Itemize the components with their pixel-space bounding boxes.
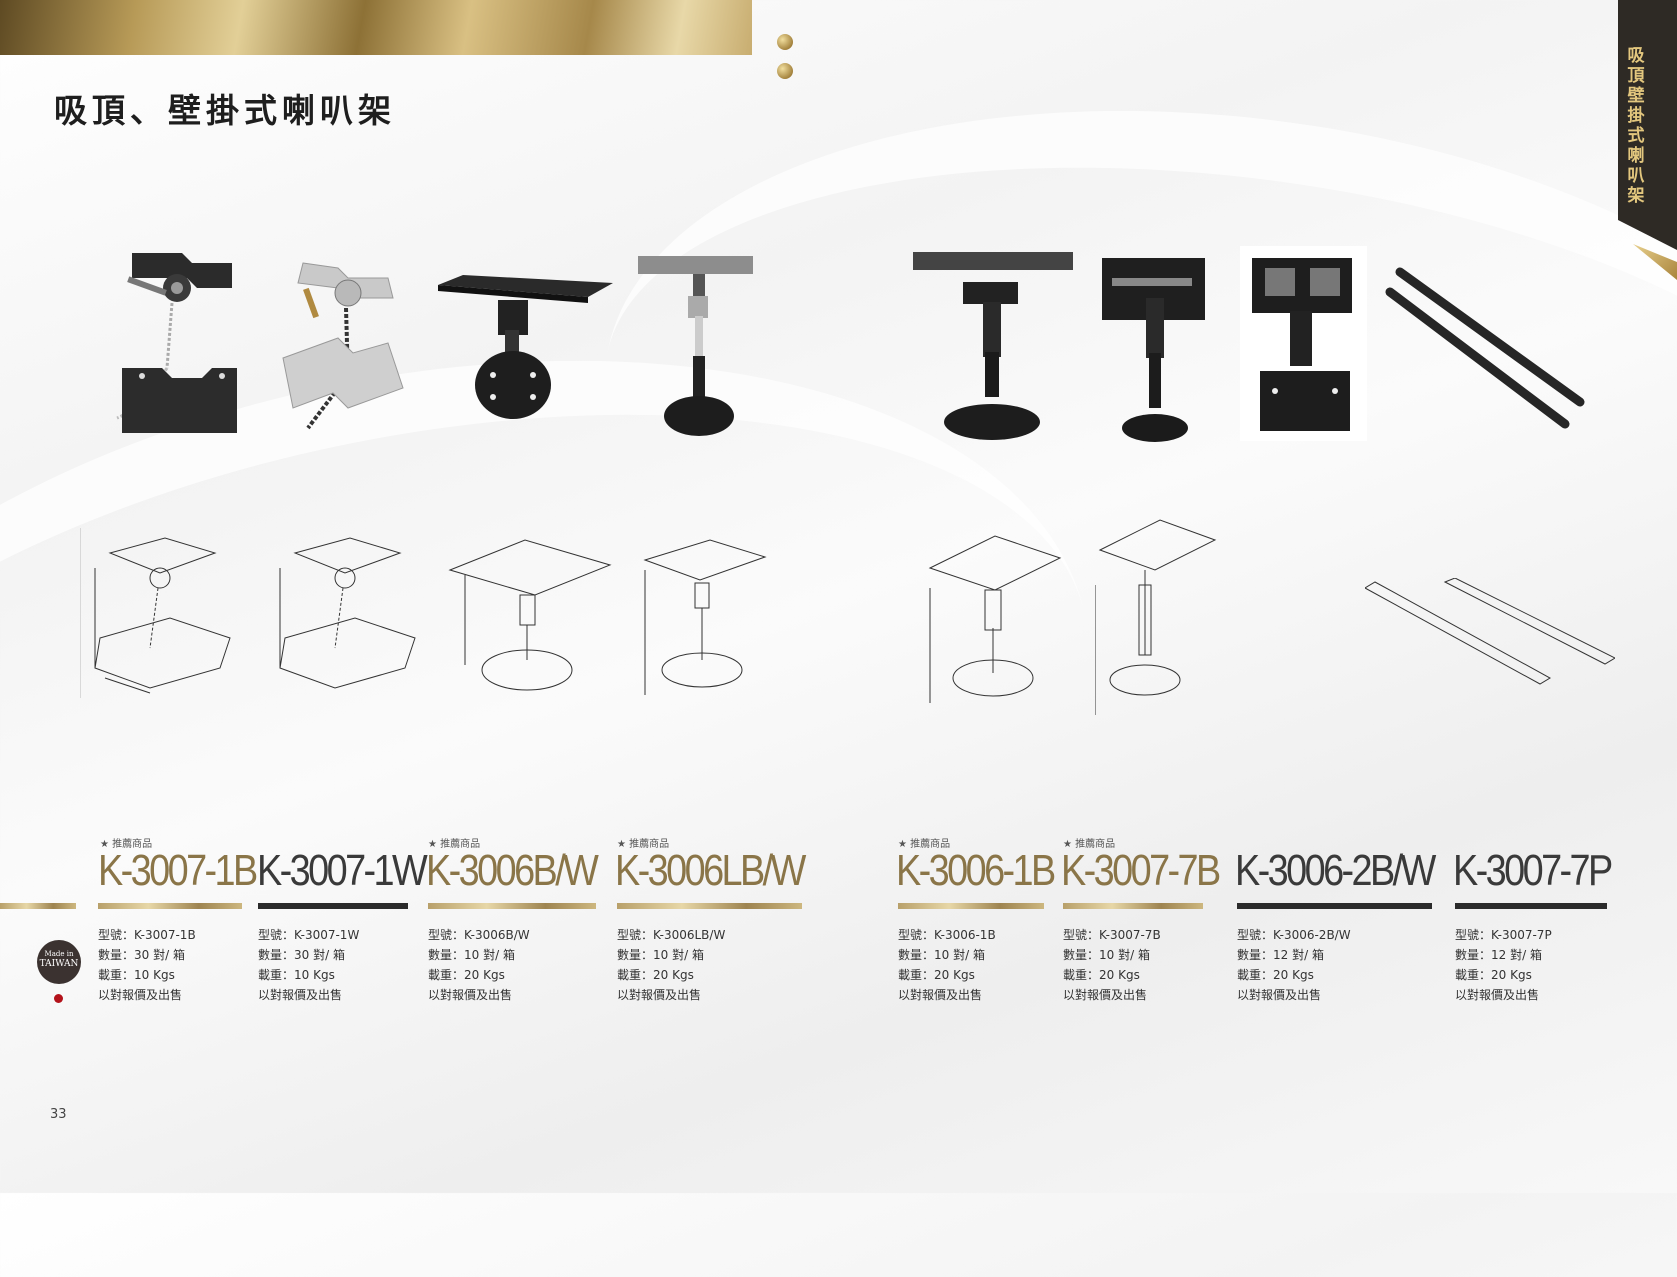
product-specs: 型號：K-3007-1B 數量：30 對/ 箱 載重：10 Kgs 以對報價及出… <box>98 925 196 1005</box>
spec-quantity: 數量：30 對/ 箱 <box>258 948 345 962</box>
made-in-taiwan-seal: Made in TAIWAN <box>37 940 81 984</box>
product-photo-k3006lbw <box>638 256 758 441</box>
gold-dot <box>777 63 793 79</box>
model-underline <box>428 903 596 909</box>
product-photo-k3006-2bw <box>1240 246 1367 441</box>
model-name: K-3007-7B <box>1061 846 1221 895</box>
spec-note: 以對報價及出售 <box>1455 988 1540 1002</box>
product-photo-k3006bw <box>433 275 618 435</box>
model-underline <box>1063 903 1203 909</box>
recommended-badge: ★ 推薦商品 <box>1063 839 1116 850</box>
spec-load: 載重：10 Kgs <box>98 968 175 982</box>
technical-drawing-k3007-7b <box>1095 515 1220 715</box>
model-name: K-3006LB/W <box>615 846 806 895</box>
model-name: K-3006-2B/W <box>1235 846 1436 895</box>
technical-drawing-k3006lbw <box>640 535 770 700</box>
spec-note: 以對報價及出售 <box>617 988 702 1002</box>
model-name: K-3007-7P <box>1453 846 1613 895</box>
spec-note: 以對報價及出售 <box>1237 988 1322 1002</box>
model-underline <box>898 903 1044 909</box>
spec-model: 型號：K-3006B/W <box>428 928 530 942</box>
model-underline <box>98 903 242 909</box>
technical-drawing-k3006-1b <box>925 528 1065 703</box>
model-underline <box>1455 903 1607 909</box>
spec-model: 型號：K-3006-2B/W <box>1237 928 1351 942</box>
spec-model: 型號：K-3007-1B <box>98 928 196 942</box>
product-specs: 型號：K-3007-7P 數量：12 對/ 箱 載重：20 Kgs 以對報價及出… <box>1455 925 1552 1005</box>
taiwan-label: TAIWAN <box>39 959 79 969</box>
model-underline <box>617 903 802 909</box>
spec-load: 載重：20 Kgs <box>1237 968 1314 982</box>
spec-load: 載重：10 Kgs <box>258 968 335 982</box>
spec-model: 型號：K-3007-7P <box>1455 928 1552 942</box>
product-photo-k3007-1w <box>278 258 413 443</box>
spec-model: 型號：K-3006LB/W <box>617 928 726 942</box>
spec-quantity: 數量：10 對/ 箱 <box>428 948 515 962</box>
product-specs: 型號：K-3006-2B/W 數量：12 對/ 箱 載重：20 Kgs 以對報價… <box>1237 925 1351 1005</box>
product-photo-k3007-7b <box>1102 258 1207 443</box>
model-underline <box>1237 903 1432 909</box>
spec-note: 以對報價及出售 <box>98 988 183 1002</box>
technical-drawing-k3006bw <box>445 535 615 700</box>
spec-load: 載重：20 Kgs <box>1455 968 1532 982</box>
technical-drawing-k3007-1b <box>80 528 245 703</box>
model-name: K-3007-1W <box>257 846 428 895</box>
gold-dot <box>777 34 793 50</box>
product-photo-k3007-7p <box>1385 262 1595 432</box>
side-tab <box>1618 0 1677 250</box>
spec-quantity: 數量：12 對/ 箱 <box>1455 948 1542 962</box>
gold-rule-stub <box>0 903 76 909</box>
page-number: 33 <box>50 1107 67 1122</box>
spec-note: 以對報價及出售 <box>1063 988 1148 1002</box>
spec-model: 型號：K-3007-7B <box>1063 928 1161 942</box>
spec-load: 載重：20 Kgs <box>428 968 505 982</box>
spec-load: 載重：20 Kgs <box>1063 968 1140 982</box>
spec-model: 型號：K-3006-1B <box>898 928 996 942</box>
model-name: K-3006-1B <box>896 846 1056 895</box>
spec-note: 以對報價及出售 <box>428 988 513 1002</box>
recommended-badge: ★ 推薦商品 <box>428 839 481 850</box>
spec-quantity: 數量：12 對/ 箱 <box>1237 948 1324 962</box>
red-dot <box>54 994 63 1003</box>
product-specs: 型號：K-3007-7B 數量：10 對/ 箱 載重：20 Kgs 以對報價及出… <box>1063 925 1161 1005</box>
recommended-badge: ★ 推薦商品 <box>898 839 951 850</box>
product-specs: 型號：K-3007-1W 數量：30 對/ 箱 載重：10 Kgs 以對報價及出… <box>258 925 359 1005</box>
spec-note: 以對報價及出售 <box>258 988 343 1002</box>
spec-load: 載重：20 Kgs <box>898 968 975 982</box>
technical-drawing-k3007-7p <box>1365 578 1615 693</box>
model-name: K-3007-1B <box>98 846 258 895</box>
product-specs: 型號：K-3006-1B 數量：10 對/ 箱 載重：20 Kgs 以對報價及出… <box>898 925 996 1005</box>
spec-quantity: 數量：10 對/ 箱 <box>1063 948 1150 962</box>
model-underline <box>258 903 408 909</box>
spec-quantity: 數量：10 對/ 箱 <box>617 948 704 962</box>
page-title: 吸頂、壁掛式喇叭架 <box>54 91 396 130</box>
gold-header-band <box>0 0 752 55</box>
spec-quantity: 數量：30 對/ 箱 <box>98 948 185 962</box>
product-photo-k3006-1b <box>913 252 1073 442</box>
technical-drawing-k3007-1w <box>270 528 420 698</box>
product-specs: 型號：K-3006B/W 數量：10 對/ 箱 載重：20 Kgs 以對報價及出… <box>428 925 530 1005</box>
model-name: K-3006B/W <box>426 846 599 895</box>
made-in-label: Made in <box>44 950 74 958</box>
spec-quantity: 數量：10 對/ 箱 <box>898 948 985 962</box>
product-specs: 型號：K-3006LB/W 數量：10 對/ 箱 載重：20 Kgs 以對報價及… <box>617 925 725 1005</box>
spec-note: 以對報價及出售 <box>898 988 983 1002</box>
recommended-badge: ★ 推薦商品 <box>617 839 670 850</box>
product-photo-k3007-1b <box>112 248 252 443</box>
side-tab-label: 吸頂壁掛式喇叭架 <box>1627 46 1645 206</box>
recommended-badge: ★ 推薦商品 <box>100 839 153 850</box>
spec-model: 型號：K-3007-1W <box>258 928 360 942</box>
spec-load: 載重：20 Kgs <box>617 968 694 982</box>
